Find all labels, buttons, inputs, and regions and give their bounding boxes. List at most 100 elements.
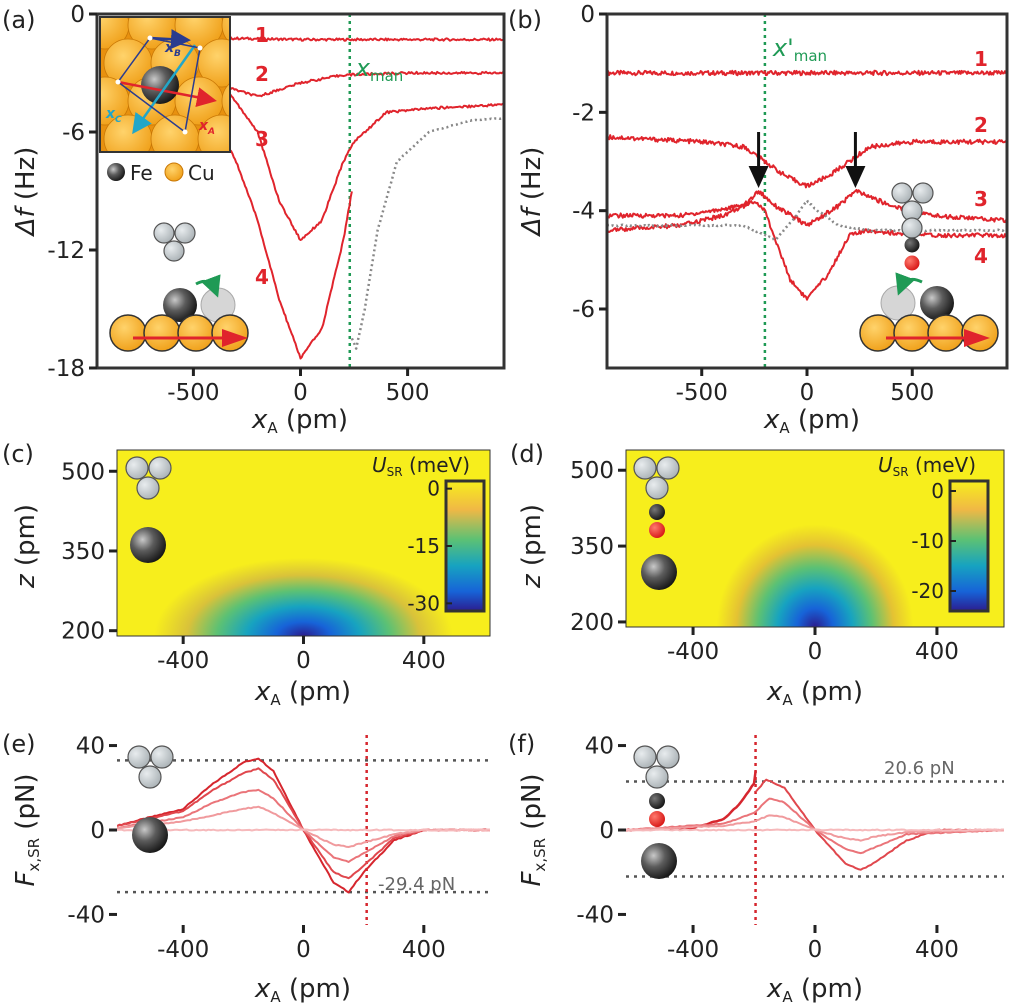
colorbar-label-2: -20 [911, 579, 944, 603]
panel-a-ylabel: Δf (Hz) [11, 147, 41, 238]
plot-area-b [607, 14, 1007, 368]
series-line-2 [626, 797, 1004, 855]
inset-fe-atom [141, 66, 179, 104]
ytick-label-2: 500 [61, 459, 105, 485]
series-line-1 [754, 778, 1004, 871]
colorbar-label-0: 0 [427, 477, 440, 501]
colorbar-label-1: -15 [407, 534, 440, 558]
panel-d-colorbar-ticks: 0 -10 -20 [911, 479, 956, 603]
panel-e-xlabel: xA (pm) [254, 974, 351, 1003]
panel-e-atoms [127, 745, 174, 853]
heatmap-well [716, 524, 914, 627]
ytick-label-1: 350 [61, 539, 105, 565]
xtick-label-0: -400 [667, 937, 719, 963]
series-line-0 [607, 69, 1007, 77]
series-line-0 [117, 757, 490, 894]
colorbar-label-2: -30 [407, 591, 440, 615]
heatmap-well [154, 557, 453, 636]
panel-f-atoms [633, 745, 680, 879]
heatmap-area-c [117, 450, 490, 636]
ytick-label-3: -18 [47, 356, 85, 382]
inset-xa-label: xA [198, 118, 215, 137]
panel-a-tip-illustration [109, 222, 249, 352]
colorbar-label-1: -10 [911, 529, 944, 553]
panel-d-atoms [633, 456, 680, 590]
xtick-label-2: 400 [915, 639, 959, 665]
xtick-label-2: 500 [386, 380, 430, 406]
inset-xc-arrow [132, 44, 197, 135]
curve-label-4: 4 [974, 244, 988, 268]
ytick-label-1: 0 [599, 818, 614, 844]
cu-legend-icon [164, 162, 184, 182]
cu-legend-label: Cu [188, 161, 215, 185]
xtick-label-0: -500 [676, 380, 728, 406]
plot-area-e [117, 735, 490, 925]
panel-c-colorbar-title: USR (meV) [372, 453, 470, 479]
panel-f-annotation: 20.6 pN [884, 758, 955, 779]
xtick-label-2: 400 [915, 937, 959, 963]
colorbar-label-0: 0 [931, 479, 944, 503]
xtick-label-0: -400 [157, 648, 209, 674]
series-line-4 [350, 117, 504, 350]
xtick-label-2: 400 [402, 937, 446, 963]
panel-a-xlabel: xA (pm) [251, 405, 348, 437]
xtick-label-1: 0 [293, 380, 308, 406]
panel-c-tag: (c) [2, 440, 34, 468]
xtick-label-1: 0 [296, 648, 311, 674]
panel-c-plot [117, 450, 490, 636]
series-line-2 [117, 788, 490, 863]
inset-xc-label: xC [105, 106, 122, 125]
fe-legend-label: Fe [130, 161, 153, 185]
series-line-4 [117, 828, 490, 832]
ytick-label-2: 500 [570, 458, 614, 484]
xtick-label-0: -400 [667, 639, 719, 665]
panel-b-tag: (b) [508, 6, 542, 34]
panel-d-xlabel: xA (pm) [766, 677, 863, 709]
series-line-3 [213, 120, 353, 360]
panel-a-tag: (a) [2, 6, 35, 34]
inset-xb-arrow [149, 29, 191, 50]
series-line-1 [607, 134, 1007, 189]
panel-e-ylabel: Fx,SR (pN) [11, 773, 43, 886]
fe-legend-icon [107, 163, 125, 181]
panel-d-colorbar-title: USR (meV) [878, 453, 976, 479]
panel-a-lattice-inset: xB xA xC [99, 16, 231, 153]
ytick-label-2: -12 [47, 238, 85, 264]
panel-c-colorbar [444, 479, 486, 613]
curve-label-2: 2 [255, 62, 269, 86]
ytick-label-0: 40 [585, 734, 614, 760]
panel-d-tag: (d) [510, 440, 544, 468]
ytick-label-2: -4 [572, 199, 595, 225]
series-line-3 [607, 200, 1007, 301]
xtick-label-1: 0 [808, 639, 823, 665]
ytick-label-0: 0 [580, 2, 595, 28]
panel-b-tip-illustration [859, 182, 999, 352]
ytick-label-2: -40 [576, 902, 614, 928]
panel-f-xlabel: xA (pm) [766, 974, 863, 1003]
ytick-label-1: -2 [572, 100, 595, 126]
xtick-label-1: 0 [808, 937, 823, 963]
inset-xb-label: xB [164, 40, 181, 59]
ytick-label-0: 0 [70, 2, 85, 28]
curve-label-3: 3 [255, 127, 269, 151]
xtick-label-1: 0 [800, 380, 815, 406]
panel-c-xlabel: xA (pm) [254, 677, 351, 709]
plot-area-f [626, 735, 1004, 925]
panel-d-plot [626, 450, 1004, 627]
ytick-label-0: 200 [570, 610, 614, 636]
panel-f-ylabel: Fx,SR (pN) [517, 773, 549, 886]
panel-b-xlabel: xA (pm) [763, 405, 860, 437]
curve-label-1: 1 [255, 23, 269, 47]
marker-label: xman [355, 54, 404, 85]
curve-label-3: 3 [974, 187, 988, 211]
